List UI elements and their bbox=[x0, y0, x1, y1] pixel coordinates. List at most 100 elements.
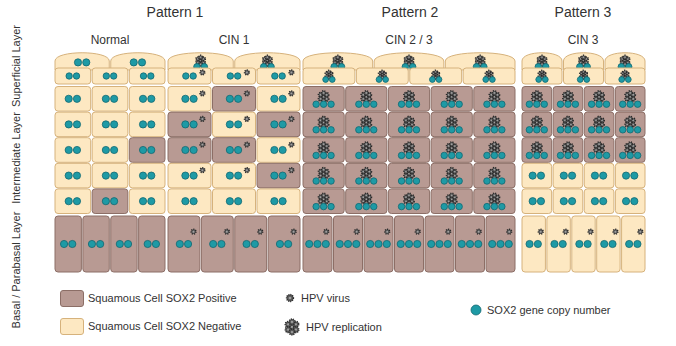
hpv-virus-core bbox=[491, 98, 493, 100]
hpv-virus-core bbox=[595, 119, 597, 121]
sox2-copy bbox=[541, 101, 547, 107]
sox2-copy bbox=[306, 240, 313, 247]
hpv-virus-core bbox=[494, 198, 496, 200]
hpv-virus-core bbox=[494, 118, 496, 120]
squamous-cell bbox=[388, 87, 429, 112]
hpv-virus-core bbox=[595, 149, 597, 151]
sox2-copy bbox=[148, 198, 155, 205]
squamous-cell bbox=[356, 68, 408, 84]
legend-text: Squamous Cell SOX2 Positive bbox=[88, 292, 237, 305]
sox2-copy bbox=[60, 240, 67, 247]
hpv-virus-core bbox=[541, 64, 543, 66]
squamous-cell bbox=[615, 112, 645, 137]
sox2-copy bbox=[577, 77, 583, 83]
hpv-virus-core bbox=[491, 196, 493, 198]
hpv-virus-core bbox=[405, 200, 407, 202]
hpv-virus-core bbox=[536, 92, 538, 94]
squamous-cell bbox=[303, 53, 373, 70]
sox2-copy bbox=[428, 240, 435, 247]
squamous-cell bbox=[213, 68, 256, 84]
sox2-copy bbox=[596, 101, 602, 107]
squamous-cell bbox=[388, 163, 429, 188]
hpv-virus-core bbox=[539, 98, 541, 100]
sox2-copy bbox=[367, 240, 374, 247]
sox2-copy bbox=[152, 240, 159, 247]
sox2-copy bbox=[499, 203, 505, 209]
hpv-virus-core bbox=[323, 147, 325, 149]
hpv-virus bbox=[535, 116, 539, 120]
hpv-virus-core bbox=[290, 169, 292, 171]
hpv-virus-core bbox=[290, 92, 292, 94]
squamous-cell bbox=[522, 216, 545, 272]
hpv-virus-core bbox=[567, 122, 569, 124]
hpv-virus-core bbox=[536, 143, 538, 145]
hpv-virus bbox=[289, 319, 295, 325]
hpv-virus-core bbox=[451, 147, 453, 149]
hpv-virus bbox=[381, 70, 384, 73]
sox2-copy bbox=[279, 95, 286, 102]
hpv-virus-core bbox=[408, 64, 410, 66]
hpv-virus-core bbox=[405, 119, 407, 121]
hpv-virus-core bbox=[325, 231, 327, 233]
squamous-cell bbox=[92, 68, 128, 84]
sox2-copy bbox=[484, 178, 490, 184]
sox2-copy bbox=[499, 178, 505, 184]
hpv-virus-core bbox=[629, 96, 631, 98]
legend-swatch bbox=[60, 318, 84, 335]
sox2-copy bbox=[320, 152, 326, 158]
hpv-virus bbox=[245, 91, 250, 96]
hpv-virus-core bbox=[405, 94, 407, 96]
legend-text: HPV virus bbox=[301, 292, 350, 305]
squamous-cell bbox=[168, 112, 211, 137]
sox2-copy bbox=[65, 172, 72, 179]
squamous-cell bbox=[303, 138, 344, 163]
sox2-copy bbox=[441, 178, 447, 184]
sox2-copy bbox=[190, 73, 196, 79]
sox2-copy bbox=[491, 101, 497, 107]
hpv-virus-core bbox=[408, 118, 410, 120]
sox2-copy bbox=[489, 240, 496, 247]
hpv-virus-core bbox=[639, 231, 641, 233]
squamous-cell bbox=[425, 216, 454, 272]
sox2-copy bbox=[182, 95, 189, 102]
sox2-copy bbox=[279, 73, 285, 79]
squamous-cell bbox=[257, 112, 300, 137]
sox2-copy bbox=[536, 77, 542, 83]
squamous-cell bbox=[374, 53, 444, 70]
sox2-copy bbox=[436, 240, 443, 247]
sox2-copy bbox=[279, 121, 286, 128]
sox2-copy-icon bbox=[471, 305, 481, 315]
hpv-virus-core bbox=[433, 73, 434, 74]
sox2-copy bbox=[313, 152, 319, 158]
sox2-copy bbox=[363, 152, 369, 158]
hpv-virus bbox=[364, 193, 368, 197]
hpv-virus bbox=[446, 229, 451, 234]
hpv-virus-core bbox=[581, 73, 582, 74]
squamous-cell bbox=[139, 216, 165, 272]
hpv-virus-core bbox=[533, 124, 535, 126]
sox2-copy bbox=[600, 172, 607, 179]
sox2-copy bbox=[603, 101, 609, 107]
sox2-copy bbox=[634, 127, 640, 133]
hpv-virus bbox=[407, 55, 411, 59]
sox2-copy bbox=[227, 73, 233, 79]
sox2-copy bbox=[371, 203, 377, 209]
hpv-virus-core bbox=[494, 169, 496, 171]
hpv-virus-core bbox=[328, 71, 329, 72]
sox2-copy bbox=[111, 121, 118, 128]
squamous-cell bbox=[257, 87, 300, 112]
hpv-virus bbox=[200, 168, 205, 173]
sox2-copy bbox=[139, 121, 146, 128]
hpv-virus-core bbox=[411, 124, 413, 126]
hpv-virus-core bbox=[320, 94, 322, 96]
sox2-copy bbox=[279, 146, 286, 153]
hpv-virus-core bbox=[417, 231, 419, 233]
sox2-copy bbox=[73, 172, 80, 179]
hpv-virus-core bbox=[320, 124, 322, 126]
sox2-copy bbox=[356, 152, 362, 158]
hpv-virus-core bbox=[405, 145, 407, 147]
sox2-copy bbox=[353, 240, 360, 247]
hpv-virus bbox=[507, 229, 512, 234]
sox2-copy bbox=[285, 240, 292, 247]
sox2-copy bbox=[363, 127, 369, 133]
